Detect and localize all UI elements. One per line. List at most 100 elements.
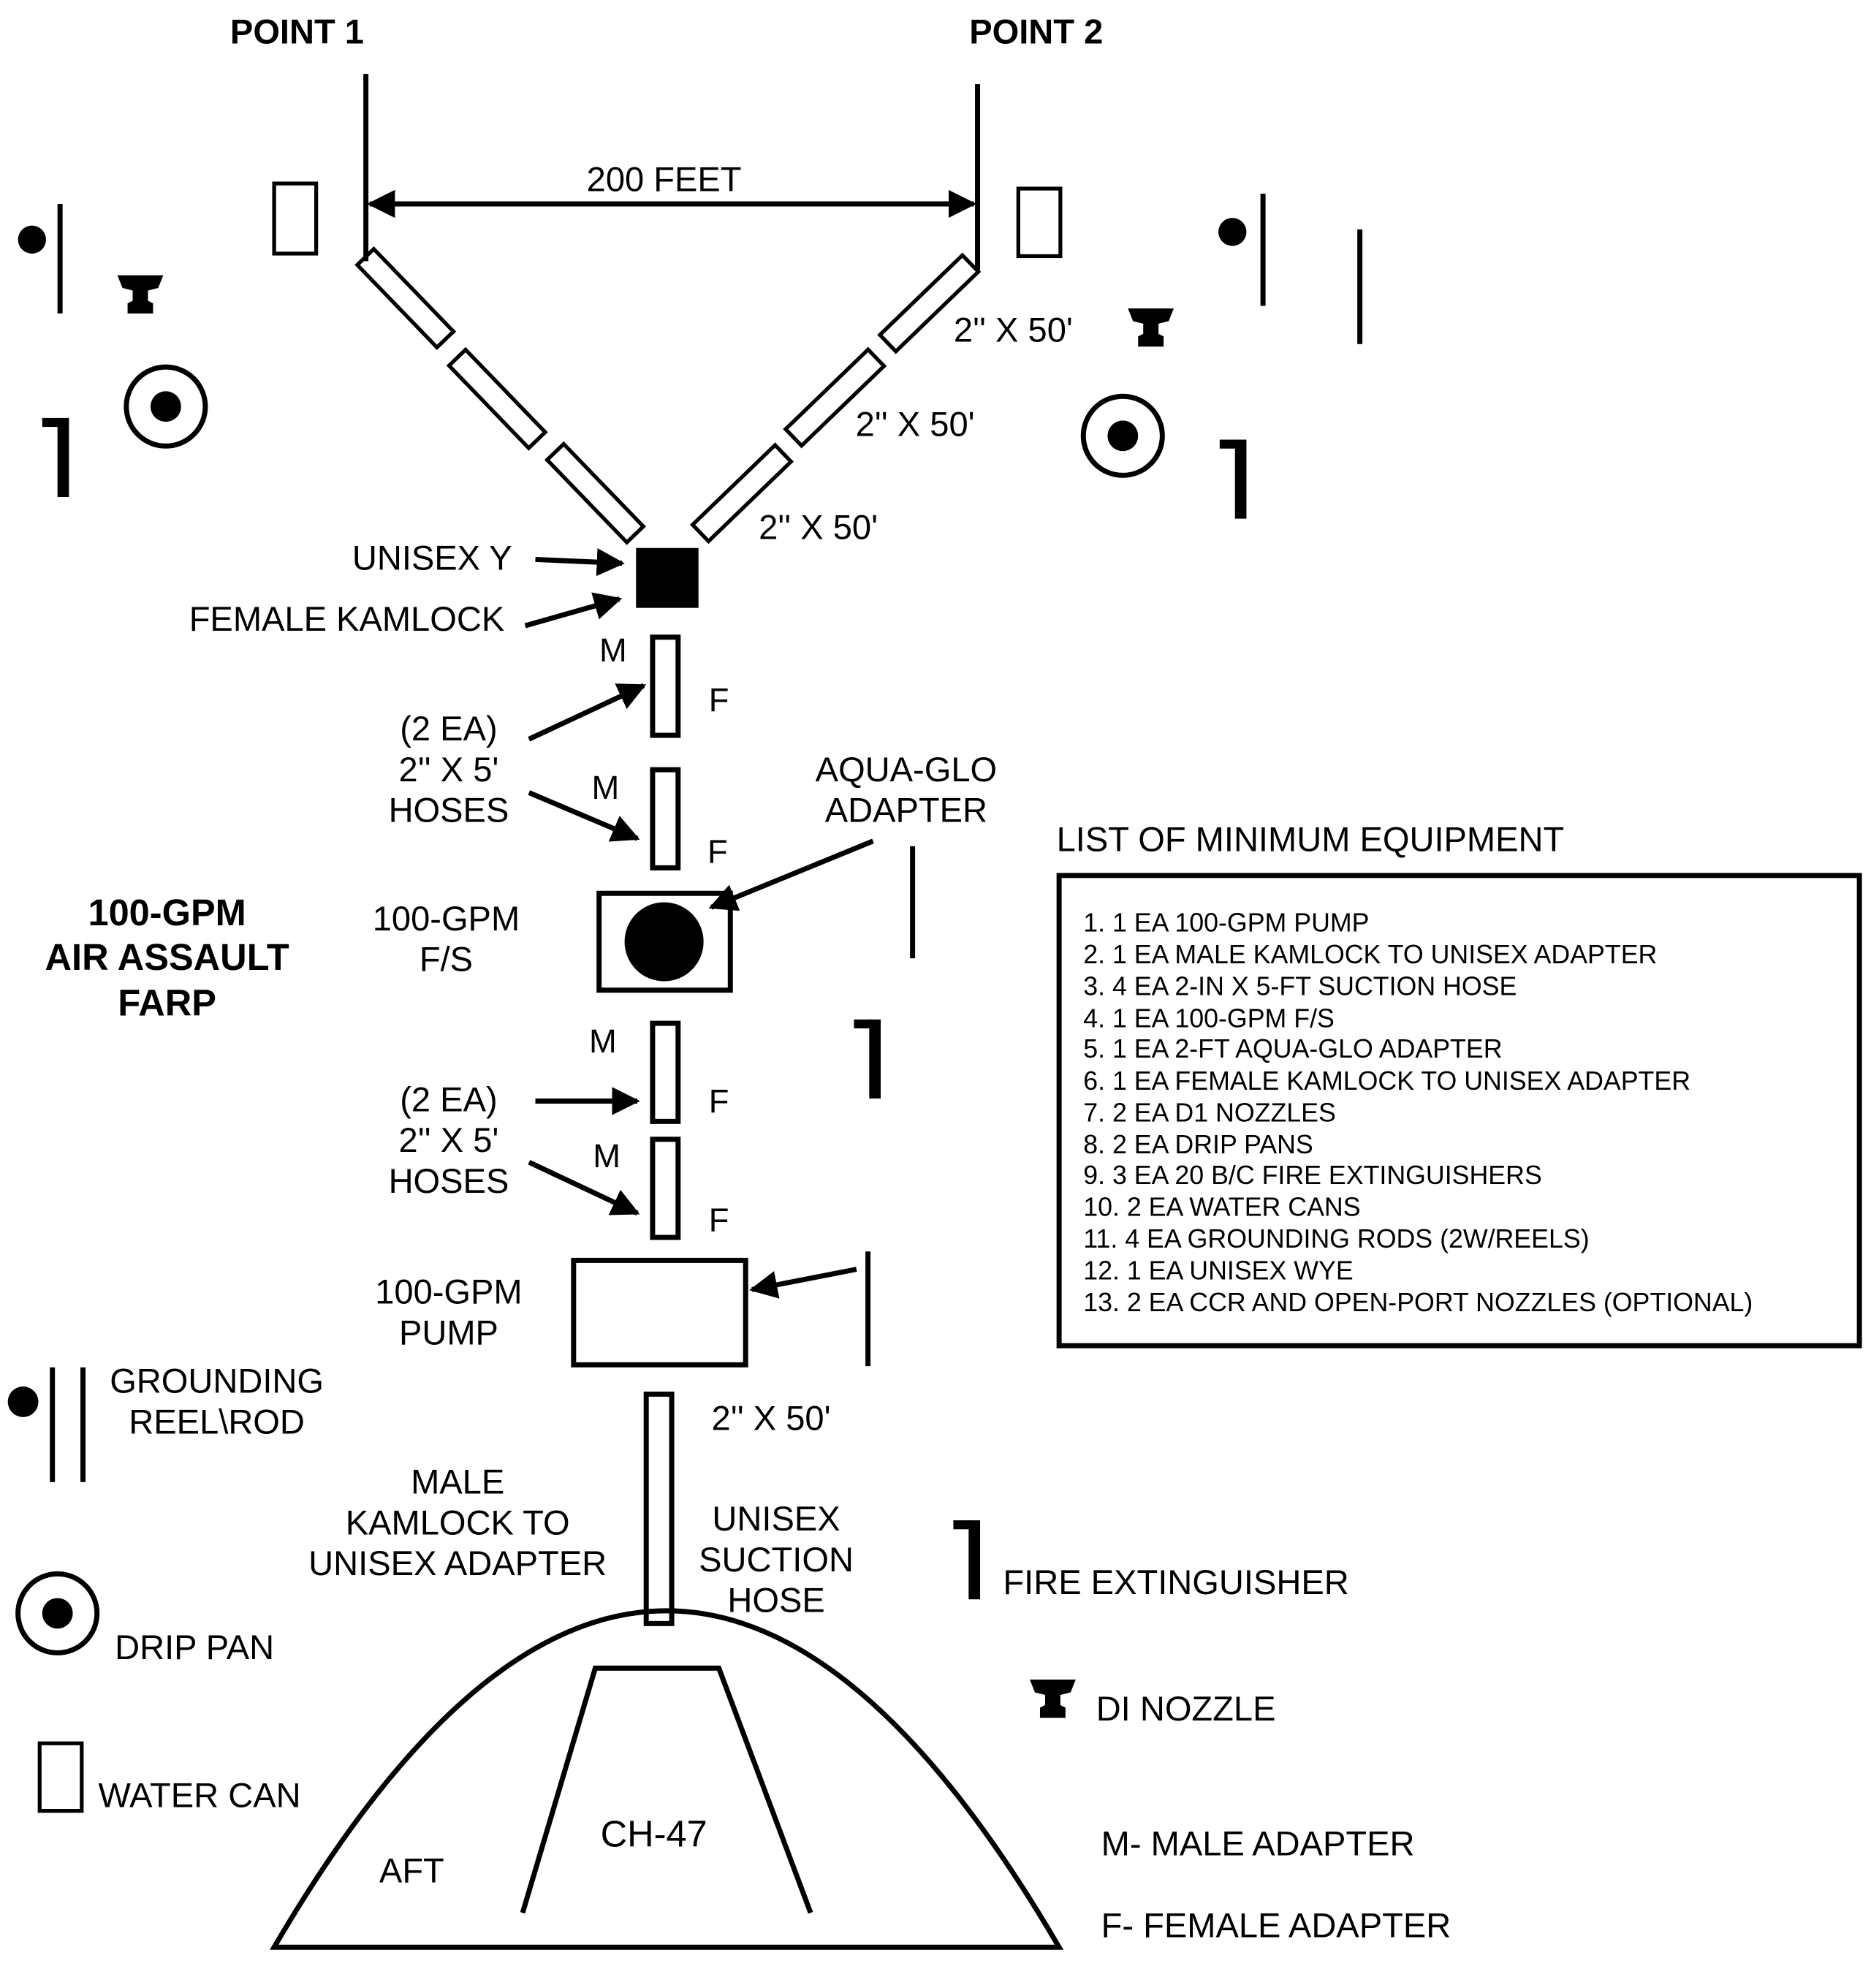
female-kamlock-label: FEMALE KAMLOCK — [189, 599, 505, 638]
di-nozzle-icon — [117, 275, 164, 314]
male-kamlock-label: MALE KAMLOCK TO UNISEX ADAPTER — [308, 1462, 607, 1582]
unisex-suction-label: UNISEX SUCTION HOSE — [699, 1499, 854, 1620]
hose-label: 2'' X 50' — [856, 404, 975, 443]
svg-text:2'' X 5': 2'' X 5' — [399, 750, 499, 789]
di-nozzle-icon — [1128, 308, 1174, 347]
equipment-item: 3. 4 EA 2-IN X 5-FT SUCTION HOSE — [1083, 972, 1517, 1001]
svg-text:GROUNDING: GROUNDING — [110, 1362, 324, 1400]
hoses-b-label: (2 EA) 2'' X 5' HOSES — [389, 1080, 509, 1200]
unisex-y — [636, 547, 699, 608]
right-hose-line — [689, 252, 982, 545]
svg-text:100-GPM: 100-GPM — [88, 892, 246, 933]
svg-text:HOSES: HOSES — [389, 791, 509, 830]
svg-text:F/S: F/S — [420, 940, 473, 979]
hose-label: 2'' X 50' — [759, 508, 878, 547]
fire-extinguisher-icon — [854, 1019, 881, 1099]
svg-text:FIRE EXTINGUISHER: FIRE EXTINGUISHER — [1003, 1563, 1348, 1601]
equipment-item: 13. 2 EA CCR AND OPEN-PORT NOZZLES (OPTI… — [1083, 1288, 1753, 1317]
legend-grounding: GROUNDING REEL\ROD — [7, 1362, 324, 1482]
unisex-y-label: UNISEX Y — [352, 538, 512, 577]
pump-label: 100-GPM PUMP — [375, 1272, 522, 1352]
svg-text:HOSE: HOSE — [727, 1581, 824, 1620]
svg-text:100-GPM: 100-GPM — [375, 1272, 522, 1311]
equipment-item: 2. 1 EA MALE KAMLOCK TO UNISEX ADAPTER — [1083, 940, 1657, 969]
svg-text:(2 EA): (2 EA) — [400, 709, 497, 748]
distance-label: 200 FEET — [587, 160, 742, 199]
fire-extinguisher-icon — [953, 1520, 981, 1600]
grounding-reel-rod-icon — [7, 1386, 39, 1417]
svg-text:ADAPTER: ADAPTER — [825, 791, 987, 830]
fire-extinguisher-icon — [42, 417, 69, 497]
legend-male: M- MALE ADAPTER — [1101, 1824, 1415, 1863]
female-marker: F — [709, 681, 729, 718]
equipment-item: 11. 4 EA GROUNDING RODS (2W/REELS) — [1083, 1224, 1589, 1253]
equipment-item: 5. 1 EA 2-FT AQUA-GLO ADAPTER — [1083, 1034, 1502, 1063]
svg-text:MALE: MALE — [411, 1462, 504, 1501]
ch47-label: CH-47 — [601, 1813, 707, 1854]
diagram-title: 100-GPM AIR ASSAULT FARP — [45, 892, 289, 1024]
equipment-item: 1. 1 EA 100-GPM PUMP — [1083, 908, 1369, 938]
svg-text:100-GPM: 100-GPM — [373, 899, 520, 938]
svg-text:FARP: FARP — [118, 982, 216, 1024]
drip-pan-icon — [15, 1571, 100, 1655]
female-marker: F — [707, 832, 728, 870]
equipment-item: 9. 3 EA 20 B/C FIRE EXTINGUISHERS — [1083, 1161, 1542, 1190]
svg-text:(2 EA): (2 EA) — [400, 1080, 497, 1118]
short-hose — [650, 1020, 681, 1124]
female-marker: F — [709, 1201, 729, 1238]
svg-text:HOSES: HOSES — [389, 1161, 509, 1200]
drip-pan-icon — [124, 364, 208, 449]
legend-female: F- FEMALE ADAPTER — [1101, 1905, 1451, 1944]
fire-extinguisher-icon — [1219, 439, 1247, 519]
male-marker: M — [589, 1023, 617, 1060]
point-1-label: POINT 1 — [230, 12, 364, 50]
equipment-item: 7. 2 EA D1 NOZZLES — [1083, 1098, 1336, 1127]
legend-water-can: WATER CAN — [37, 1741, 301, 1814]
svg-text:2'' X 5': 2'' X 5' — [399, 1120, 499, 1159]
drip-pan-icon — [1080, 393, 1165, 478]
equipment-item: 12. 1 EA UNISEX WYE — [1083, 1256, 1353, 1286]
grounding-reel-icon — [18, 225, 46, 254]
equipment-list-title: LIST OF MINIMUM EQUIPMENT — [1057, 820, 1565, 859]
water-can-icon — [37, 1741, 84, 1813]
svg-text:DI NOZZLE: DI NOZZLE — [1096, 1689, 1276, 1728]
equipment-item: 8. 2 EA DRIP PANS — [1083, 1130, 1313, 1159]
svg-text:SUCTION: SUCTION — [699, 1540, 854, 1579]
water-can-icon — [272, 181, 319, 256]
male-marker: M — [592, 769, 620, 806]
grounding-reel-icon — [1218, 218, 1247, 246]
svg-text:UNISEX: UNISEX — [712, 1499, 840, 1538]
ch47-aft-outline — [270, 1608, 1064, 1950]
equipment-list: 1. 1 EA 100-GPM PUMP 2. 1 EA MALE KAMLOC… — [1083, 908, 1753, 1318]
suction-hose — [643, 1392, 675, 1626]
short-hose — [650, 634, 681, 738]
aft-label: AFT — [379, 1851, 444, 1889]
hoses-a-label: (2 EA) 2'' X 5' HOSES — [389, 709, 509, 830]
point-2-label: POINT 2 — [969, 12, 1103, 50]
svg-text:KAMLOCK TO: KAMLOCK TO — [346, 1503, 570, 1541]
legend-drip-pan: DRIP PAN — [15, 1571, 274, 1666]
short-hose — [650, 1137, 681, 1240]
di-nozzle-icon — [1030, 1680, 1076, 1718]
ch47-ramp — [520, 1665, 813, 1914]
equipment-item: 6. 1 EA FEMALE KAMLOCK TO UNISEX ADAPTER — [1083, 1066, 1690, 1096]
legend-di-nozzle: DI NOZZLE — [1030, 1680, 1275, 1728]
hose-label: 2'' X 50' — [712, 1398, 831, 1437]
fuel-system-box — [596, 890, 733, 993]
svg-text:PUMP: PUMP — [399, 1313, 498, 1351]
left-hose-line — [354, 246, 646, 545]
pump-box — [571, 1257, 748, 1367]
svg-text:AIR ASSAULT: AIR ASSAULT — [45, 936, 289, 978]
svg-text:REEL\ROD: REEL\ROD — [129, 1403, 305, 1441]
svg-text:DRIP PAN: DRIP PAN — [115, 1628, 274, 1666]
aqua-glo-label: AQUA-GLO ADAPTER — [816, 750, 997, 830]
equipment-list-box — [1056, 873, 1862, 1348]
equipment-item: 4. 1 EA 100-GPM F/S — [1083, 1004, 1335, 1033]
hose-label: 2'' X 50' — [954, 310, 1073, 349]
aqua-glo-adapter — [624, 902, 704, 982]
short-hose — [650, 767, 681, 870]
male-marker: M — [599, 631, 627, 669]
male-marker: M — [593, 1137, 620, 1175]
equipment-item: 10. 2 EA WATER CANS — [1083, 1192, 1360, 1221]
